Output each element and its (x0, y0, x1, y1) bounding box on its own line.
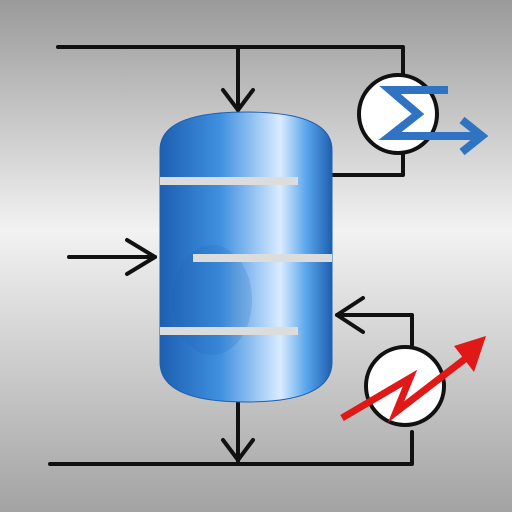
condenser-icon (357, 73, 489, 156)
tray-2 (193, 254, 332, 262)
condenser-line (330, 146, 405, 177)
column-vessel (159, 111, 333, 403)
reboiler-return-arrow-icon (335, 296, 414, 347)
tray-1 (160, 177, 298, 185)
bottom-line (48, 398, 414, 466)
top-feed-line (56, 45, 405, 112)
tray-3 (160, 327, 298, 335)
reboiler-icon (340, 336, 486, 427)
feed-arrow-icon (67, 238, 157, 276)
